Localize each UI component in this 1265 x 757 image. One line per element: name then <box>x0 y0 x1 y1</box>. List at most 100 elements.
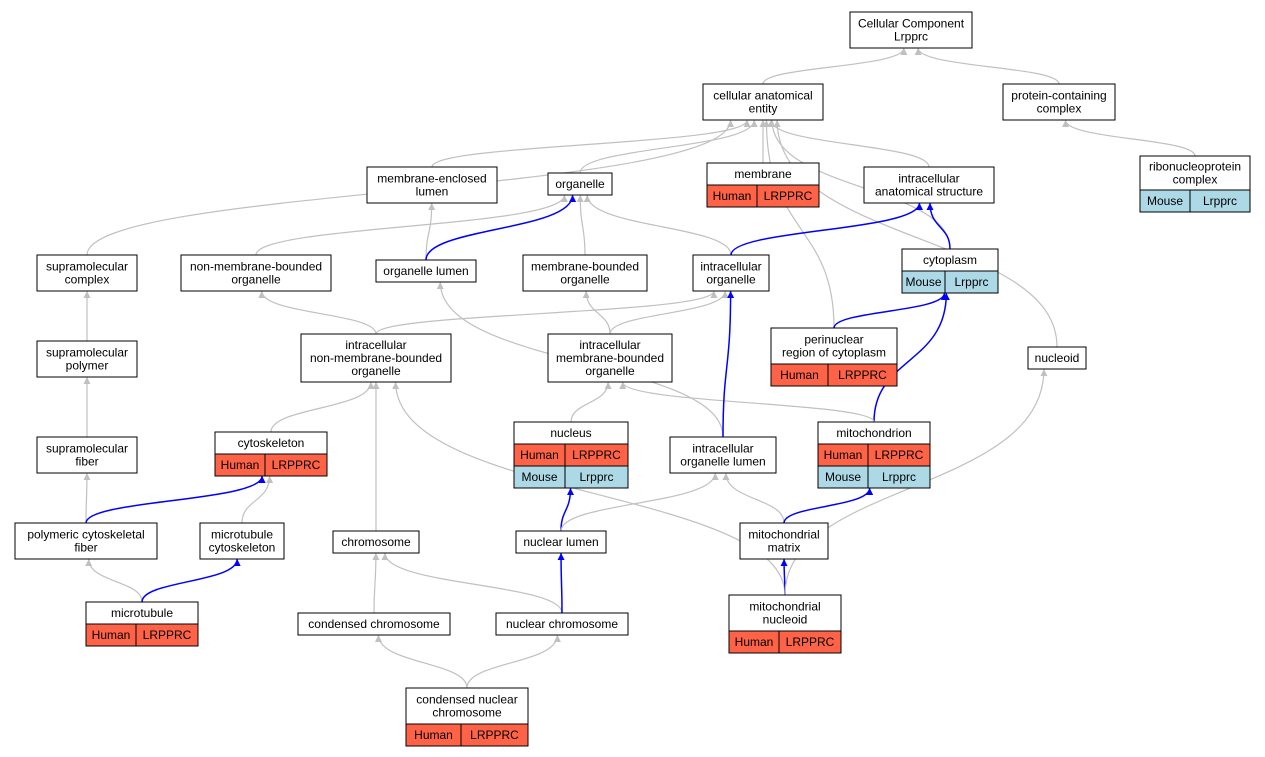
node-label-line: lumen <box>416 185 449 199</box>
edge-cysk-to-inmbo <box>270 381 375 433</box>
node-label-line: complex <box>1037 102 1082 116</box>
edge-nl-to-nucleus <box>560 487 575 532</box>
organism-label: Human <box>414 728 453 742</box>
node-label-box <box>199 522 285 560</box>
node-label-box <box>1002 83 1116 121</box>
edge-inmbo-to-nmbo <box>258 290 377 335</box>
node-nl[interactable]: nuclear lumen <box>515 530 607 554</box>
node-label-box <box>849 11 973 49</box>
gene-cell <box>564 465 629 489</box>
edge-mt-to-mtc <box>141 558 241 603</box>
node-label-box <box>180 254 332 292</box>
organism-label: Mouse <box>825 470 861 484</box>
organism-label: Human <box>713 189 752 203</box>
edge-org-to-cae <box>579 119 758 174</box>
node-label-box <box>515 530 607 554</box>
gene-label: LRPPRC <box>143 628 192 642</box>
node-label-line: organelle <box>560 273 610 287</box>
edge-mt-to-pcf <box>85 558 143 603</box>
node-label-line: cytoskeleton <box>238 436 305 450</box>
node-nchrom[interactable]: nuclear chromosome <box>495 612 629 636</box>
node-label-line: fiber <box>75 455 98 469</box>
gene-label: LRPPRC <box>838 368 887 382</box>
node-ol[interactable]: organelle lumen <box>375 259 477 283</box>
gene-label: LRPPRC <box>875 448 924 462</box>
edge-cnc-to-cchrom <box>374 634 468 689</box>
edge-iol-to-io <box>722 290 735 438</box>
node-label-line: cytoskeleton <box>209 541 276 555</box>
node-label-line: Cellular Component <box>858 17 965 31</box>
node-label-box <box>692 254 770 292</box>
node-label-box <box>36 254 138 292</box>
node-label-box <box>863 166 995 204</box>
gene-label: LRPPRC <box>470 728 519 742</box>
node-label-line: condensed nuclear <box>416 693 517 707</box>
node-label-line: polymeric cytoskeletal <box>27 528 144 542</box>
node-org[interactable]: organelle <box>547 172 613 196</box>
node-label-line: organelle lumen <box>383 264 468 278</box>
edge-nucleus-to-imbo <box>570 381 612 423</box>
node-label-line: chromosome <box>432 706 502 720</box>
gene-label: LRPPRC <box>786 635 835 649</box>
edge-imbo-to-io <box>609 290 729 335</box>
edge-nchrom-to-nl <box>557 552 565 614</box>
node-label-line: microtubule <box>111 606 173 620</box>
node-label-line: entity <box>749 102 778 116</box>
node-nucleoid[interactable]: nucleoid <box>1027 346 1087 370</box>
node-label-line: ribonucleoprotein <box>1149 160 1241 174</box>
gene-cell <box>944 270 999 294</box>
gene-cell <box>1189 189 1251 213</box>
gene-label: LRPPRC <box>572 448 621 462</box>
node-label-line: supramolecular <box>46 260 128 274</box>
organism-label: Human <box>520 448 559 462</box>
node-label-line: mitochondrial <box>748 528 819 542</box>
gene-cell <box>756 184 820 208</box>
node-label-line: nuclear chromosome <box>506 617 618 631</box>
node-chrom[interactable]: chromosome <box>332 530 420 554</box>
node-label-line: organelle <box>555 177 605 191</box>
node-label-box <box>300 333 452 383</box>
edge-mito-to-imbo <box>619 381 875 423</box>
node-label-box <box>297 612 451 636</box>
organism-label: Mouse <box>521 470 557 484</box>
node-label-line: non-membrane-bounded <box>190 260 322 274</box>
node-inmbo[interactable]: intracellularnon-membrane-boundedorganel… <box>300 333 452 383</box>
node-label-box <box>405 687 529 725</box>
node-label-box <box>547 172 613 196</box>
edge-layer <box>83 47 1196 689</box>
node-label-line: condensed chromosome <box>308 617 440 631</box>
node-label-line: membrane-bounded <box>531 260 639 274</box>
edge-mm-to-mito <box>783 487 874 524</box>
edge-peri-to-cyto <box>833 292 948 329</box>
node-label-line: intracellular <box>579 338 640 352</box>
node-cchrom[interactable]: condensed chromosome <box>297 612 451 636</box>
